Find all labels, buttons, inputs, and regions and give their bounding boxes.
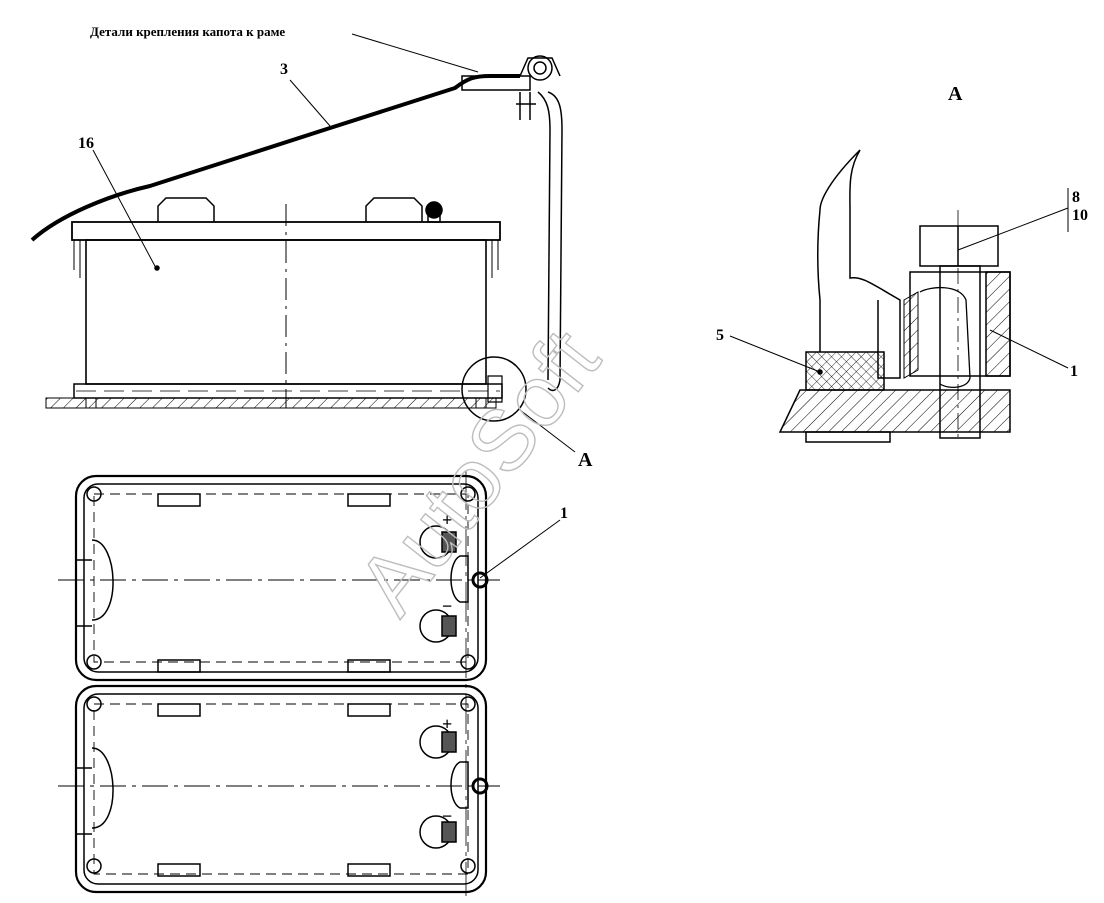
hook-bolt — [919, 287, 971, 389]
plan-battery-bottom — [58, 684, 500, 894]
label-part-3: 3 — [280, 61, 288, 78]
label-part-5: 5 — [716, 327, 724, 344]
label-part-16: 16 — [78, 135, 94, 152]
hinge-circle — [527, 55, 553, 81]
label-part-10: 10 — [1072, 207, 1088, 224]
label-minus-top: − — [442, 596, 452, 616]
plan-view — [58, 470, 561, 896]
label-part-1-plan: 1 — [560, 505, 568, 522]
label-plus-top: + — [442, 510, 452, 530]
bolt-shank — [939, 265, 981, 439]
battery-cap-left — [157, 197, 215, 222]
label-plus-bottom: + — [442, 714, 452, 734]
detail-view-a — [729, 149, 1069, 443]
plan-battery-top — [58, 474, 561, 682]
bolt-head — [919, 225, 999, 267]
detail-bracket — [849, 149, 901, 379]
clamp-block — [985, 271, 1011, 377]
label-part-8: 8 — [1072, 189, 1080, 206]
detail-frame — [778, 389, 1011, 433]
label-view-a-ref: А — [578, 449, 593, 471]
detail-a-circle — [461, 356, 527, 422]
hood-rod — [547, 91, 563, 392]
hood-bracket — [461, 75, 531, 91]
label-view-a-title: А — [948, 83, 963, 105]
battery-cap-right — [365, 197, 423, 222]
label-part-1-detail: 1 — [1070, 363, 1078, 380]
frame-base — [45, 397, 497, 409]
caption-hood-fastening: Детали крепления капота к раме — [90, 24, 285, 39]
label-minus-bottom: − — [442, 806, 452, 826]
side-view — [30, 33, 576, 453]
hood-panel — [30, 74, 520, 242]
